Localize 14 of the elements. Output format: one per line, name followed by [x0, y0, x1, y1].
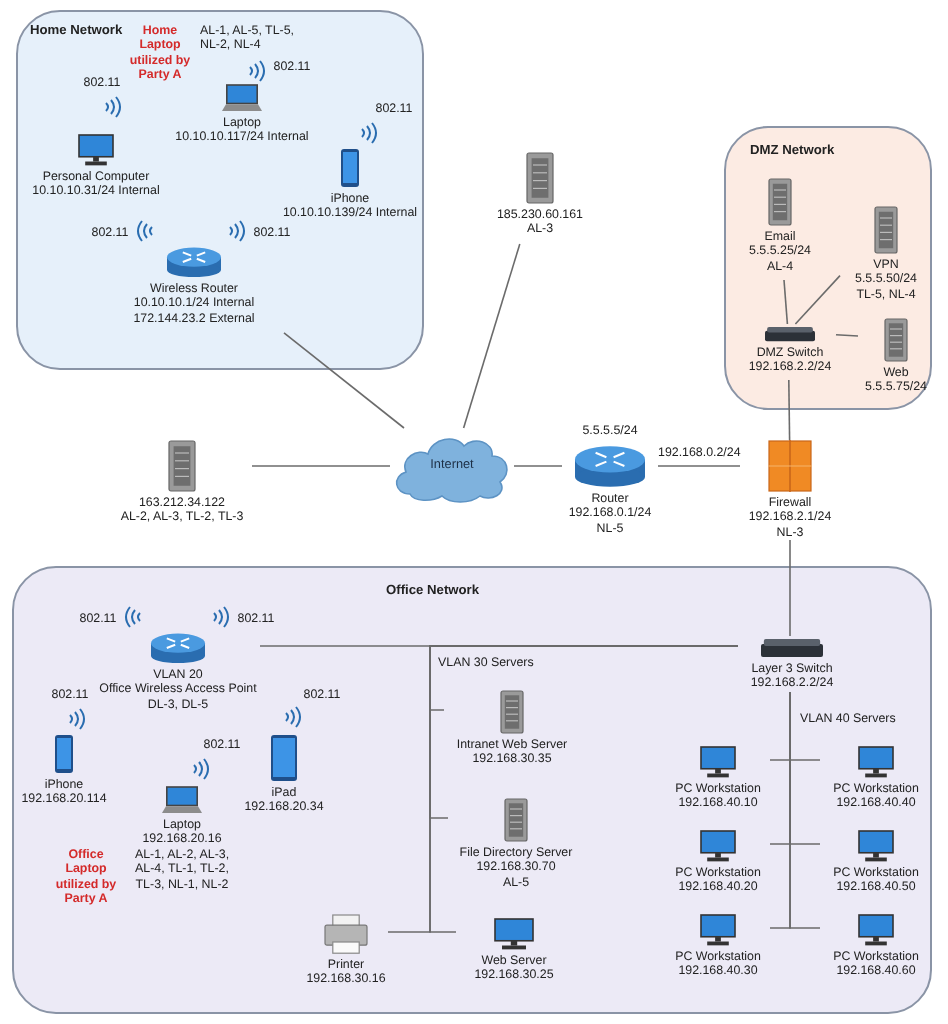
network-link: [788, 379, 791, 441]
network-link: [789, 691, 821, 929]
network-link: [462, 243, 521, 429]
network-link: [657, 465, 741, 467]
network-zone: [16, 10, 424, 370]
network-zone: [724, 126, 932, 410]
network-link: [513, 465, 563, 467]
network-link: [251, 465, 391, 467]
network-link: [283, 332, 405, 429]
network-link: [794, 274, 841, 325]
network-link: [783, 279, 789, 325]
network-zone: [12, 566, 932, 1014]
network-link: [789, 539, 791, 637]
network-link: [835, 334, 859, 337]
